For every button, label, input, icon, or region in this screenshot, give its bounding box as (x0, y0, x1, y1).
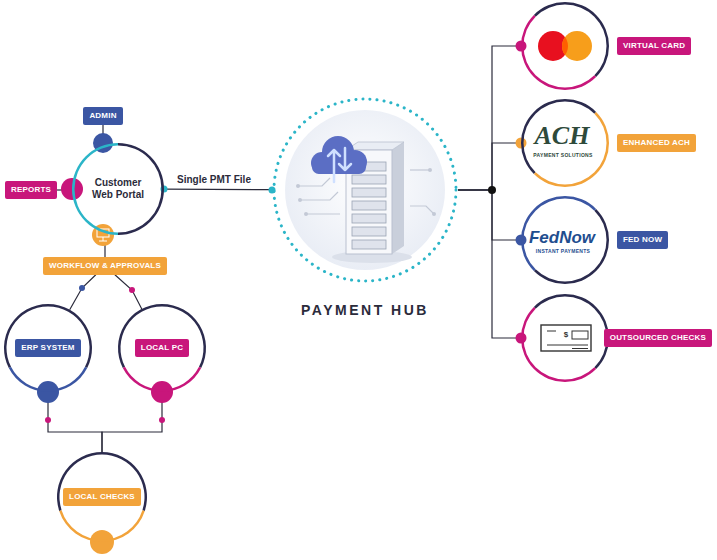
server-drawers (352, 162, 386, 249)
payment-hub: PAYMENT HUB (272, 97, 458, 283)
localpc-dot (151, 381, 173, 403)
erp-dot (37, 381, 59, 403)
system-circle: LOCAL PC (118, 304, 206, 392)
card-overlap (562, 31, 592, 61)
logo-text: $ (564, 331, 568, 340)
down-arrow (339, 148, 351, 170)
pill-text: VIRTUAL CARD (617, 37, 691, 55)
ring-arc (534, 112, 609, 187)
connector (458, 143, 521, 190)
drawer (352, 201, 386, 210)
icon-stand (99, 237, 107, 241)
ring-arc (521, 307, 596, 382)
sync-arrows (328, 148, 351, 182)
connector (48, 392, 102, 452)
pill-text: WORKFLOW & APPROVALS (43, 257, 167, 275)
ring-arc (57, 452, 147, 511)
drawer (352, 175, 386, 184)
ring-arc (521, 196, 596, 271)
connector (70, 275, 96, 310)
ring-arc (4, 304, 92, 368)
edge-label: Single PMT File (175, 174, 253, 186)
junction-dot (488, 186, 496, 194)
connector (115, 275, 142, 309)
logo-text: INSTANT PAYMENTS (536, 249, 590, 255)
check-line (572, 348, 588, 349)
ring-arc (521, 15, 596, 90)
label-pill: ADMIN (83, 107, 122, 125)
check-lines (547, 331, 588, 349)
ring-arc (521, 99, 596, 174)
server-side (392, 142, 404, 254)
joint-dot (159, 417, 165, 423)
dotted-ring (274, 99, 456, 281)
portal-title: Customer Web Portal (86, 177, 150, 202)
connector (164, 189, 272, 191)
circuit-node (304, 212, 308, 216)
ring-arc (123, 367, 201, 392)
server-top (346, 142, 404, 150)
drawer (352, 240, 386, 249)
ring-arc (534, 294, 609, 369)
circuit-node (428, 168, 432, 172)
system-circle: ERP SYSTEM (4, 304, 92, 392)
label-pill: WORKFLOW & APPROVALS (43, 257, 167, 275)
system-circle: LOCAL CHECKS (57, 452, 147, 542)
pill-text: FED NOW (617, 231, 668, 249)
logo-text: PAYMENT SOLUTIONS (533, 153, 592, 159)
joint-dot (79, 285, 85, 291)
pill-text: ADMIN (83, 107, 122, 125)
circuit-node (298, 198, 302, 202)
connector (458, 46, 521, 190)
circuit-line (300, 192, 338, 200)
joint-dot (129, 287, 135, 293)
connector (102, 392, 162, 452)
circuit-node (296, 184, 300, 188)
cloud-part (312, 160, 366, 174)
pill-text: ENHANCED ACH (617, 134, 696, 152)
pill-text: REPORTS (5, 181, 57, 199)
ring-arc (534, 2, 609, 77)
circuit-node (432, 212, 436, 216)
drawer (352, 214, 386, 223)
check-outline (541, 325, 591, 351)
up-arrow (328, 150, 340, 182)
system-circle: Customer Web Portal (72, 143, 164, 235)
connector (458, 190, 521, 338)
circuit-line (298, 178, 330, 186)
payment-method-circle: VIRTUAL CARD (521, 2, 609, 90)
card-circle-orange (562, 31, 592, 61)
drawer (352, 227, 386, 236)
circuit-line (410, 169, 430, 170)
check-amount-box (572, 331, 588, 339)
node-outline (272, 97, 458, 283)
circuit-nodes (296, 168, 436, 216)
check-line (547, 331, 556, 332)
logo-text: ACH (535, 122, 590, 151)
pill-text: ERP SYSTEM (15, 339, 80, 357)
check-line (547, 345, 588, 346)
ring-arc (118, 304, 206, 368)
circuit-line (410, 206, 434, 214)
pill-text: LOCAL CHECKS (63, 488, 141, 506)
circuit-lines (298, 170, 434, 214)
joint-dot (45, 417, 51, 423)
pill-text: LOCAL PC (135, 339, 189, 357)
node-outline (521, 2, 609, 90)
ring-arc (59, 510, 145, 542)
hub-disc (285, 110, 445, 270)
label-pill: REPORTS (5, 181, 57, 199)
circuit-line (306, 213, 340, 214)
hub-title: PAYMENT HUB (301, 302, 429, 318)
drawer (352, 188, 386, 197)
connector (458, 190, 521, 240)
pill-text: OUTSOURCED CHECKS (604, 329, 712, 347)
logo-text: FedNow (529, 229, 595, 248)
ring-arc (9, 367, 87, 392)
